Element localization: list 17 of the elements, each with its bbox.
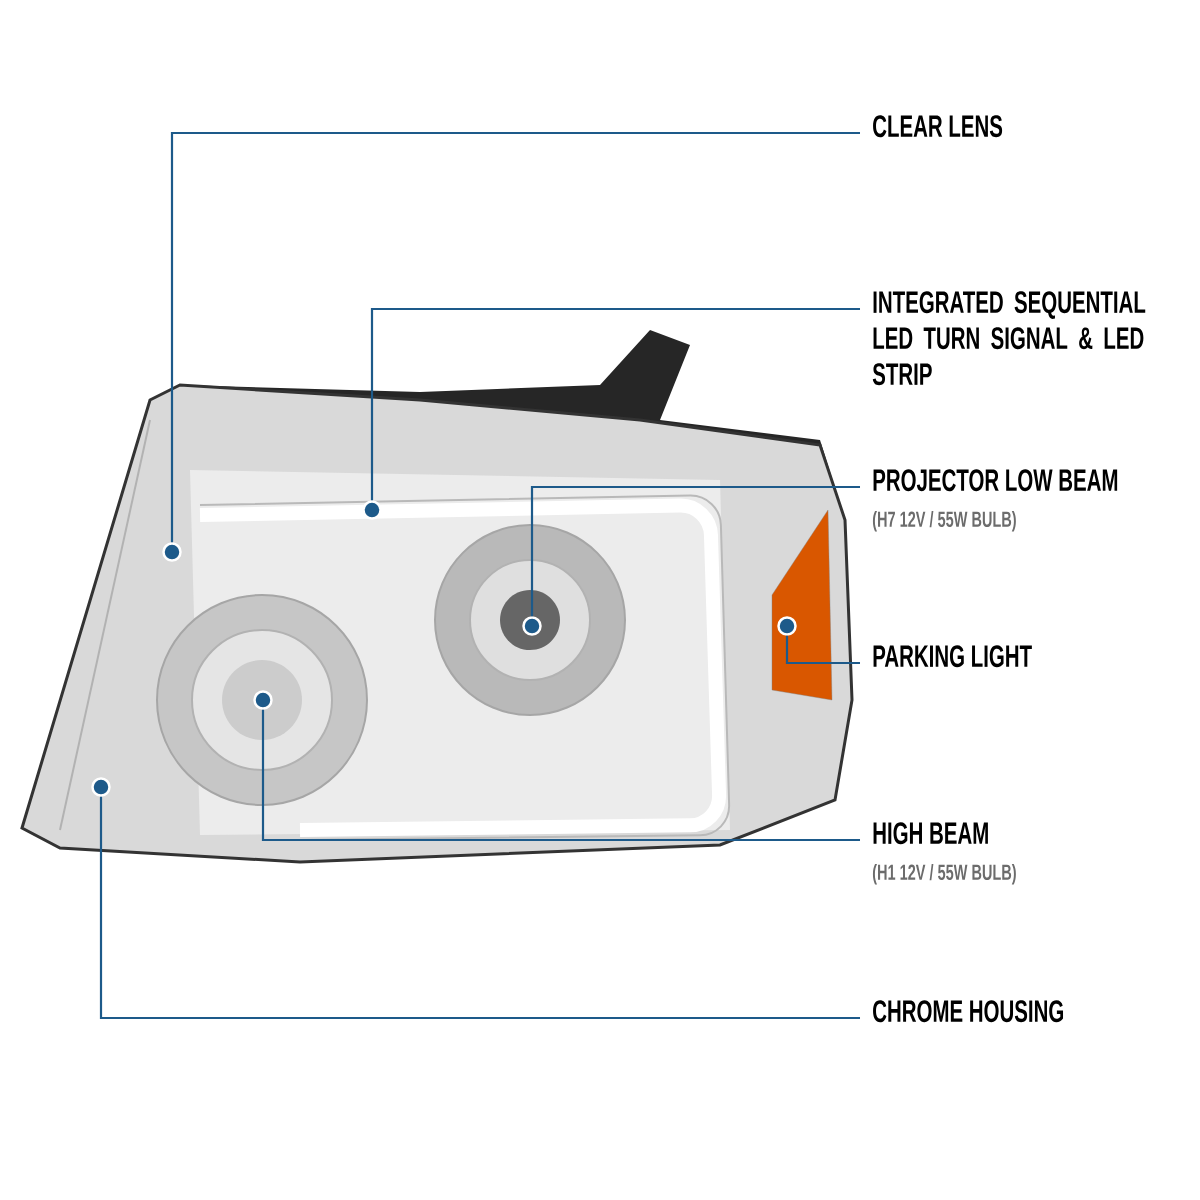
target-dot: [162, 542, 182, 562]
leader-line: [530, 485, 860, 617]
leader-line: [785, 635, 860, 665]
callout-label: PARKING LIGHT: [873, 645, 1032, 668]
target-dot: [777, 616, 797, 636]
leader-line: [99, 796, 860, 1020]
leader-line: [170, 131, 860, 543]
callout-label: HIGH BEAM (H1 12V / 55W BULB): [872, 822, 1016, 885]
callout-label: INTEGRATED SEQUENTIAL LED TURN SIGNAL & LED STRIP: [872, 291, 1146, 386]
target-dot: [522, 616, 542, 636]
leader-line: [261, 709, 860, 842]
callout-label: CLEAR LENS: [873, 115, 1003, 138]
leader-line: [370, 307, 860, 501]
target-dot: [253, 690, 273, 710]
callout-label: CHROME HOUSING: [873, 1000, 1063, 1023]
callout-label: PROJECTOR LOW BEAM (H7 12V / 55W BULB): [872, 469, 1118, 532]
target-dot: [91, 777, 111, 797]
